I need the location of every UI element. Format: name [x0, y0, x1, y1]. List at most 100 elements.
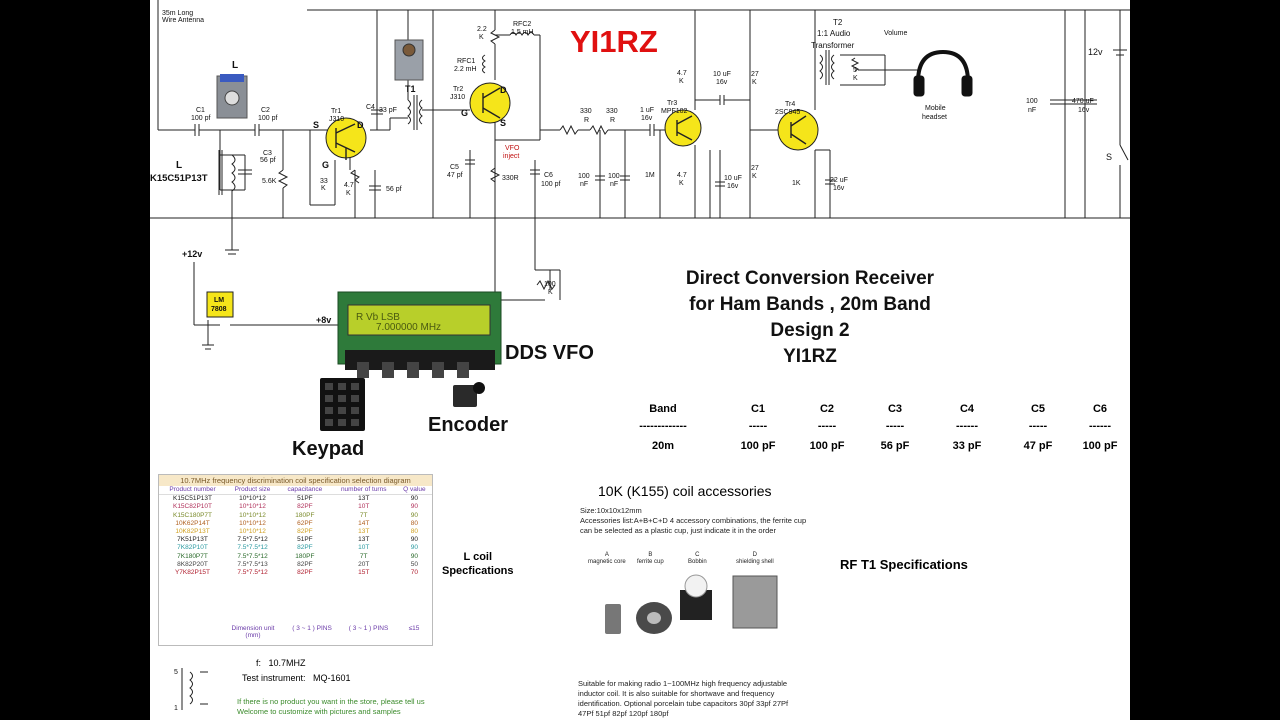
- antenna-label-line1: 35m Long: [162, 10, 193, 17]
- coil-table-cell: 82PF: [297, 503, 313, 511]
- r330-vfo-label: 330R: [502, 175, 519, 182]
- cap-table-value-3: 56 pF: [880, 440, 910, 452]
- cap-table-value-5: 47 pF: [1023, 440, 1053, 452]
- coil-table-cell: 70: [410, 569, 418, 577]
- r47k-tr3b-unit: K: [679, 180, 684, 187]
- tr3-type: MPF102: [661, 108, 688, 115]
- coil-table-cell: 10*10*12: [239, 495, 266, 503]
- coil-spec-label: L coil Specfications: [442, 551, 514, 577]
- coil-table-cell: 7K82P10T: [177, 544, 208, 552]
- t1-coil-photo: [394, 39, 424, 81]
- accessories-desc: Suitable for making radio 1~100MHz high …: [578, 679, 789, 718]
- tr1-g: G: [322, 160, 329, 170]
- cap-table-dashe-1: -----: [748, 420, 768, 432]
- coil-table-cell: 10T: [358, 544, 370, 552]
- freq-line: f: 10.7MHZ: [256, 658, 306, 668]
- cap-table-dashe-6: ------: [1089, 420, 1111, 432]
- freq-label: f:: [256, 658, 262, 668]
- c100nf-b-label: 100: [608, 173, 620, 180]
- r330b-unit: R: [610, 117, 615, 124]
- r33k-label: 33: [320, 178, 328, 185]
- accessory-c: C Bobbin: [688, 552, 707, 565]
- r330b-label: 330: [606, 108, 618, 115]
- r27k-b-unit: K: [752, 173, 757, 180]
- cap-table-value-6: 100 pF: [1082, 440, 1118, 452]
- coil-table-cell: 7K51P13T: [177, 536, 208, 544]
- schematic-sheet: 35m Long Wire Antenna L C1 100 pf C2 100…: [150, 0, 1130, 720]
- coil-table-cell: 90: [410, 544, 418, 552]
- title-line4: YI1RZ: [783, 346, 837, 367]
- cap-table-dashe-0: -------------: [639, 420, 687, 432]
- accessory-parts: [605, 574, 778, 634]
- c100nf-a-label: 100: [578, 173, 590, 180]
- coil-pin-2: 1: [174, 705, 178, 712]
- headset-line1: Mobile: [925, 105, 946, 112]
- r22k-label: 2.2: [477, 26, 487, 33]
- r330a-label: 330: [580, 108, 592, 115]
- c2-label: C2: [261, 107, 270, 114]
- cap-table-value-1: 100 pF: [740, 440, 776, 452]
- cap-table-header-2: C2: [819, 403, 835, 415]
- coil-photo: [216, 74, 248, 119]
- tr1-s: S: [313, 120, 319, 130]
- coil-table-cell: 7.5*7.5*12: [237, 536, 268, 544]
- coil-table-cell: 7.5*7.5*12: [237, 544, 268, 552]
- coil-table-header-row: Product number Product size capacitance …: [159, 486, 432, 496]
- title-line2: for Ham Bands , 20m Band: [689, 294, 931, 315]
- r47k-tr1-unit: K: [346, 190, 351, 197]
- keypad-icon: [320, 378, 365, 431]
- instr-line: Test instrument: MQ-1601: [242, 673, 351, 683]
- coil-l-left: L: [176, 160, 182, 171]
- lcd-line2: 7.000000 MHz: [376, 322, 441, 333]
- coil-table-cell: 8K82P20T: [177, 560, 208, 568]
- coil-table-cell: 90: [410, 495, 418, 503]
- coil-table-cell: 7.5*7.5*12: [237, 552, 268, 560]
- r1m-label: 1M: [645, 172, 655, 179]
- coil-table-cell: 90: [410, 536, 418, 544]
- tr2-d: D: [500, 85, 507, 95]
- cap-table-dashe-3: -----: [885, 420, 905, 432]
- c100nf-sup-unit: nF: [1028, 107, 1036, 114]
- r330a-unit: R: [584, 117, 589, 124]
- rf-t1-label: RF T1 Specifications: [840, 557, 968, 572]
- coil-table-cell: 7.5*7.5*12: [237, 569, 268, 577]
- circuit-schematic: 35m Long Wire Antenna L C1 100 pf C2 100…: [150, 0, 1130, 712]
- switch-label: S: [1106, 152, 1112, 162]
- r5k-unit: K: [853, 75, 858, 82]
- r1k-label: 1K: [792, 180, 801, 187]
- c6-value: 100 pf: [541, 181, 561, 188]
- coil-table-cell: 10T: [358, 503, 370, 511]
- coil-table-cell: 50: [410, 560, 418, 568]
- tr2-type: J310: [450, 94, 465, 101]
- coil-table-cell: 14T: [358, 519, 370, 527]
- coil-table-cell: 10*10*12: [239, 519, 266, 527]
- coil-table-cell: 10*10*12: [239, 511, 266, 519]
- coil-footer-dim: Dimension unit (mm): [231, 625, 275, 639]
- coil-table-cell: 90: [410, 552, 418, 560]
- tr2-label: Tr2: [453, 86, 463, 93]
- tr1-type: J310: [329, 116, 344, 123]
- coil-table-cell: 13T: [358, 536, 370, 544]
- t1-label: T1: [405, 84, 416, 94]
- coil-table-cell: 7T: [359, 511, 368, 519]
- coil-table-cell: 180PF: [295, 552, 315, 560]
- t2-type: Transformer: [811, 41, 855, 50]
- t2-ratio: 1:1 Audio: [817, 29, 851, 38]
- encoder-icon: [453, 382, 485, 407]
- coil-table-cell: 80: [410, 528, 418, 536]
- coil-table-cell: 62PF: [297, 519, 313, 527]
- headset-line2: headset: [922, 114, 947, 121]
- c100nf-sup-label: 100: [1026, 98, 1038, 105]
- accessory-d: D shielding shell: [736, 552, 774, 565]
- lm7808-line2: 7808: [211, 306, 227, 313]
- note1: If there is no product you want in the s…: [237, 697, 425, 706]
- cap-table-header-1: C1: [750, 403, 766, 415]
- rfc2-label: RFC2: [513, 21, 531, 28]
- r27k-a-unit: K: [752, 79, 757, 86]
- cap-table-value-2: 100 pF: [809, 440, 845, 452]
- c22uf-label: 22 uF: [830, 177, 848, 184]
